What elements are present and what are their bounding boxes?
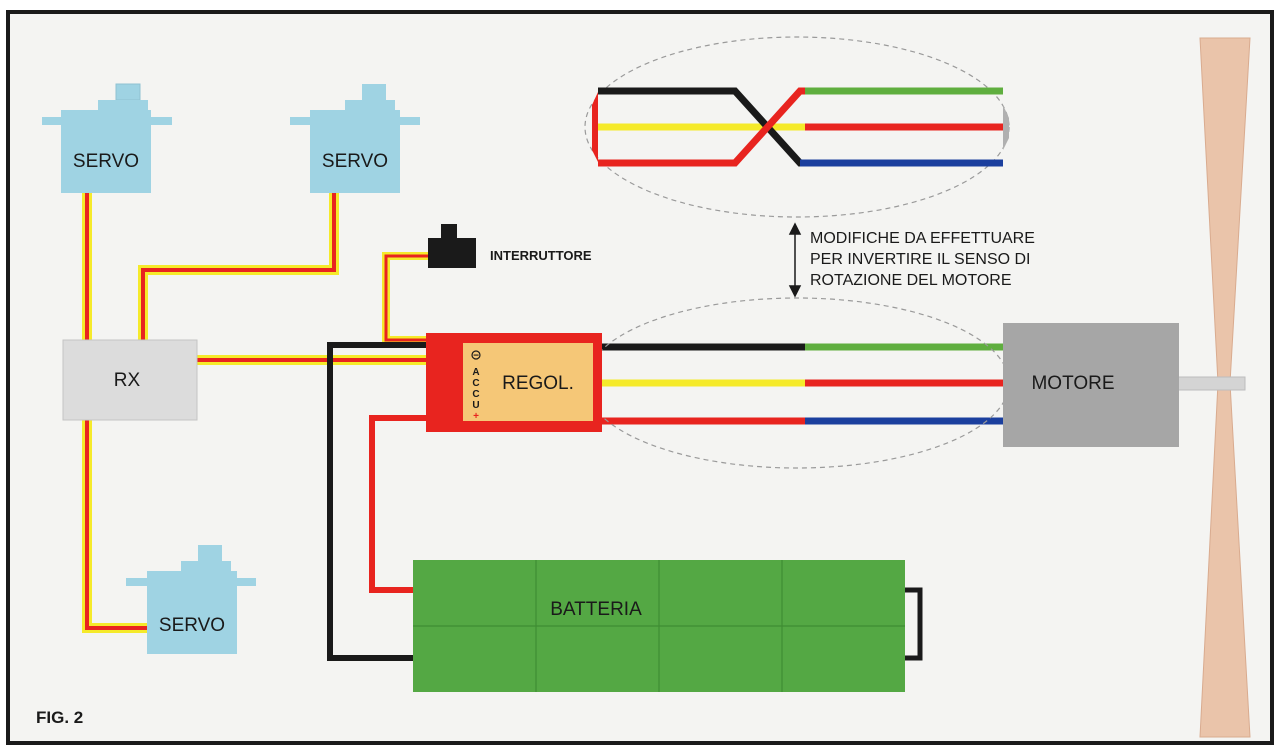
note-line-2: PER INVERTIRE IL SENSO DI (810, 251, 1031, 268)
swap-arrow (788, 222, 802, 298)
svg-text:U: U (472, 400, 479, 411)
inset-wires (598, 87, 1003, 167)
servo-1-label: SERVO (73, 151, 139, 172)
switch-label: INTERRUTTORE (490, 248, 592, 263)
esc-accu-label: A C C U (472, 367, 479, 411)
wire-esc-motor (602, 343, 1003, 425)
battery: BATTERIA (413, 560, 905, 692)
servo-3-label: SERVO (159, 615, 225, 636)
switch: INTERRUTTORE (428, 224, 592, 268)
wire-battery-positive (369, 415, 428, 593)
speed-controller: − A C C U + REGOL. (426, 333, 602, 432)
servo-3: SERVO (126, 545, 256, 654)
receiver: RX (62, 339, 198, 421)
esc-plus: + (473, 411, 479, 422)
inset-left-end (592, 92, 598, 162)
motor: MOTORE (1003, 323, 1179, 447)
battery-label: BATTERIA (550, 599, 642, 620)
inset-wire-swap (584, 36, 1010, 218)
minus-mark (471, 350, 481, 360)
servo-1: SERVO (42, 83, 172, 193)
receiver-label: RX (114, 370, 141, 391)
svg-text:C: C (472, 378, 479, 389)
note-line-1: MODIFICHE DA EFFETTUARE (810, 230, 1035, 247)
motor-shaft (1174, 376, 1246, 391)
battery-connector (905, 587, 923, 661)
wire-switch-esc (382, 252, 434, 344)
motor-label: MOTORE (1031, 373, 1114, 394)
svg-text:A: A (472, 367, 479, 378)
inset-right-end (1003, 105, 1009, 150)
esc-label: REGOL. (502, 373, 574, 394)
svg-text:C: C (472, 389, 479, 400)
servo-2: SERVO (290, 84, 420, 193)
reversal-note: MODIFICHE DA EFFETTUARE PER INVERTIRE IL… (810, 230, 1035, 289)
servo-2-label: SERVO (322, 151, 388, 172)
figure-caption: FIG. 2 (36, 708, 83, 727)
note-line-3: ROTAZIONE DEL MOTORE (810, 272, 1012, 289)
wire-servo2-rx (138, 193, 339, 340)
esc-minus: − (473, 351, 479, 362)
wire-battery-negative (327, 342, 428, 661)
wire-servo3-rx (82, 418, 150, 633)
